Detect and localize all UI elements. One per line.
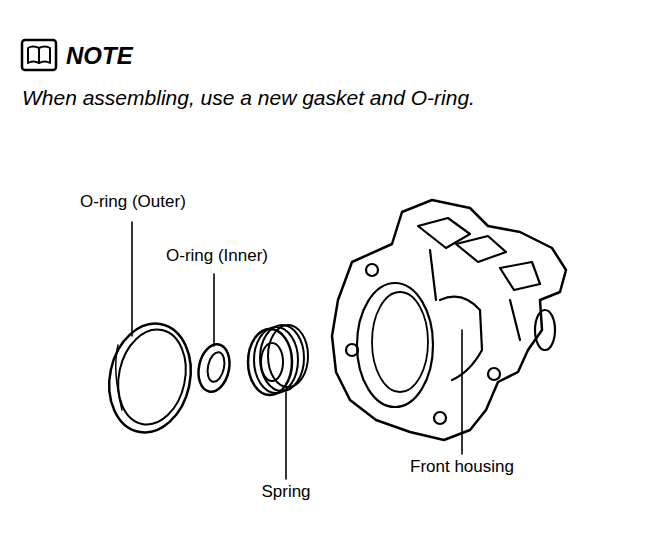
note-text: When assembling, use a new gasket and O-… [22,86,475,110]
note-icon [22,40,56,70]
part-name: Front housing [410,457,514,477]
part-name: O-ring (Inner) [166,246,268,266]
note-heading: NOTE [66,42,133,70]
spring [248,325,308,395]
outer-o-ring [99,316,200,440]
part-name: O-ring (Outer) [80,192,186,212]
front-housing [332,200,566,440]
inner-o-ring [194,341,233,394]
leader-lines [132,222,462,479]
part-name: Spring [261,482,310,502]
